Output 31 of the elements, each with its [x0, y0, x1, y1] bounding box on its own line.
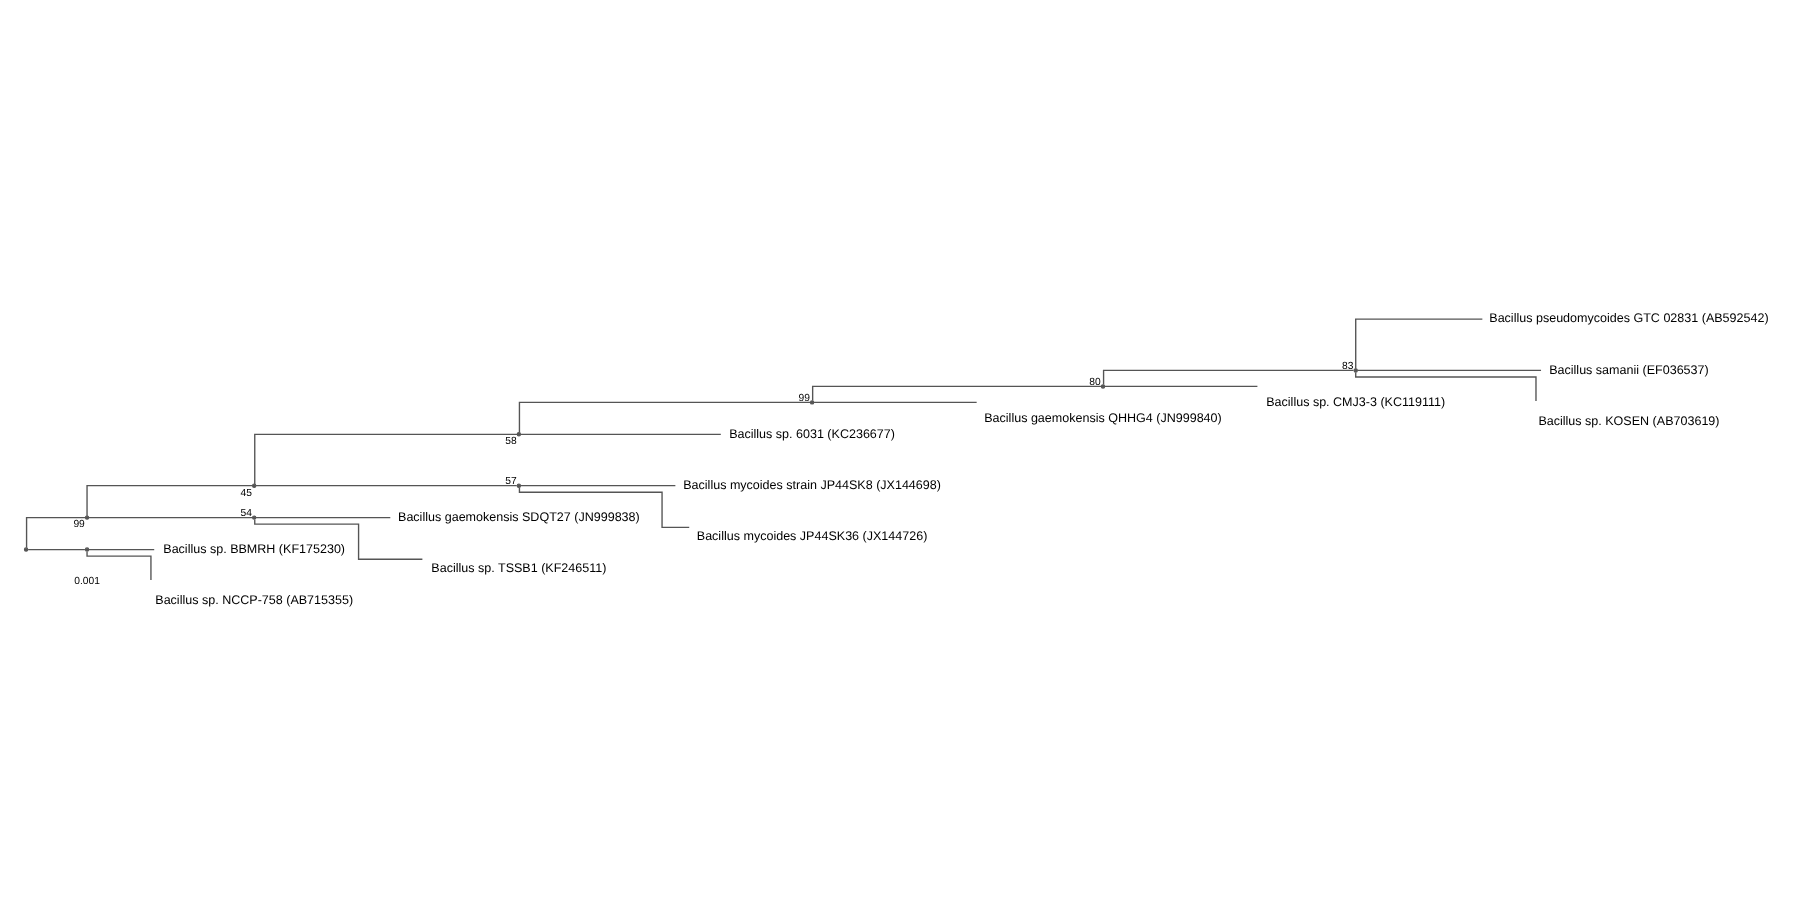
node-point	[83, 514, 89, 519]
connector	[254, 515, 390, 518]
node-point	[1352, 367, 1357, 372]
node-point	[515, 431, 521, 436]
connector	[519, 484, 676, 486]
connector	[1354, 317, 1483, 369]
connector	[517, 400, 810, 433]
node-point	[250, 482, 256, 487]
connector	[253, 518, 423, 559]
node-point	[808, 399, 814, 404]
node-point	[22, 546, 28, 551]
connector	[87, 547, 154, 550]
connector	[517, 486, 689, 527]
node-point	[83, 546, 89, 551]
node-point	[515, 482, 521, 487]
connector	[85, 484, 252, 516]
connector	[1101, 368, 1354, 385]
connector	[24, 515, 85, 548]
connector	[812, 400, 977, 403]
node-point	[250, 514, 256, 519]
connector	[85, 549, 151, 580]
connector	[1103, 384, 1258, 387]
connector	[26, 547, 85, 550]
node-point	[1099, 383, 1105, 388]
connector	[253, 432, 517, 484]
connector	[519, 432, 721, 434]
connector	[810, 384, 1101, 401]
connector	[254, 484, 517, 486]
connector	[1355, 368, 1541, 371]
connector	[87, 515, 253, 518]
connector	[1354, 370, 1536, 401]
